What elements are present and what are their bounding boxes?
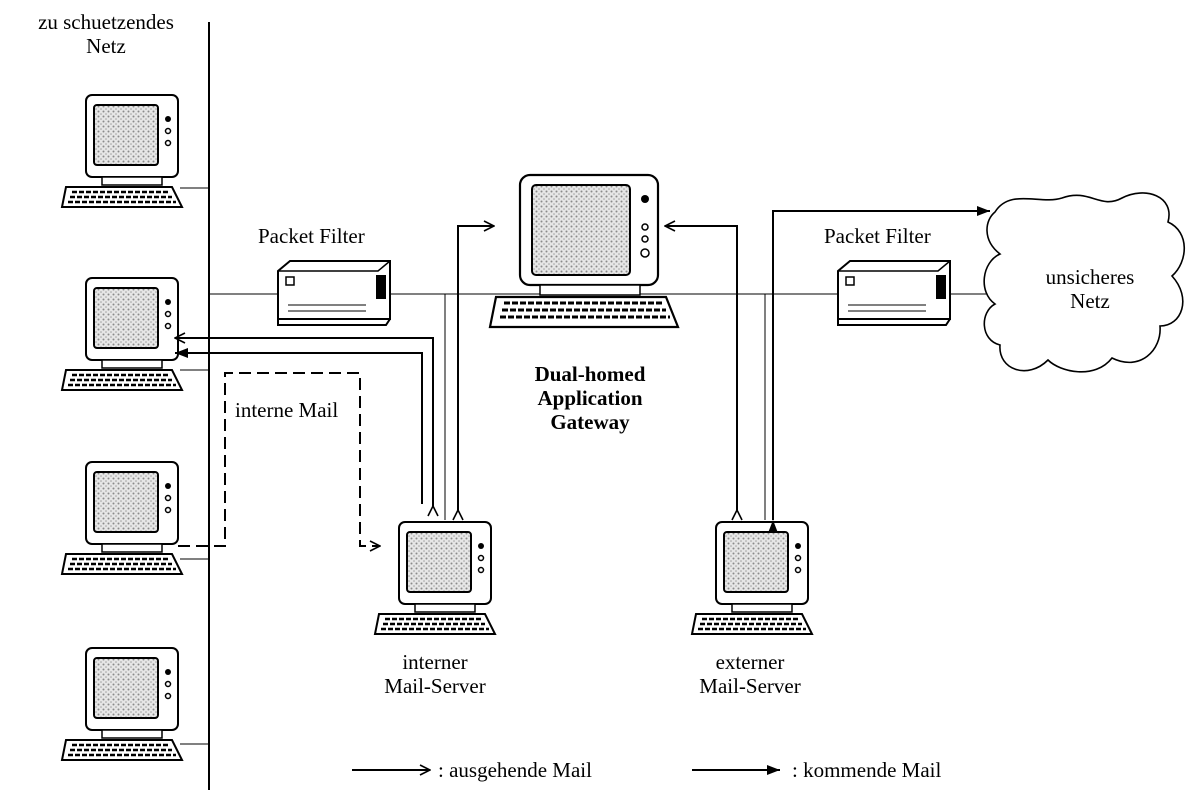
incoming-arrow-external-to-cloud	[773, 211, 990, 520]
workstation-1	[62, 95, 182, 207]
application-gateway-computer	[490, 175, 678, 327]
protected-net-label: zu schuetzendes Netz	[6, 10, 206, 58]
protected-net-label-line2: Netz	[6, 34, 206, 58]
internal-mail-server-computer	[375, 522, 495, 634]
external-server-label-line2: Mail-Server	[670, 674, 830, 698]
external-server-label: externer Mail-Server	[670, 650, 830, 698]
gateway-label-line3: Gateway	[500, 410, 680, 434]
workstation-2	[62, 278, 182, 390]
incoming-arrow-to-ws	[175, 353, 422, 504]
packet-filter-right-label: Packet Filter	[824, 224, 931, 248]
internal-server-label: interner Mail-Server	[355, 650, 515, 698]
legend-outgoing-label: : ausgehende Mail	[438, 758, 592, 782]
packet-filter-right-device	[838, 261, 950, 325]
unsafe-net-label-line1: unsicheres	[1015, 265, 1165, 289]
internal-mail-label: interne Mail	[235, 398, 338, 422]
outgoing-arrow-internal-to-ws	[175, 338, 433, 506]
packet-filter-left-device	[278, 261, 390, 325]
protected-net-label-line1: zu schuetzendes	[6, 10, 206, 34]
gateway-label: Dual-homed Application Gateway	[500, 362, 680, 434]
gateway-label-line2: Application	[500, 386, 680, 410]
outgoing-arrow-internal-to-gateway	[458, 226, 494, 510]
external-server-label-line1: externer	[670, 650, 830, 674]
legend-incoming-label: : kommende Mail	[792, 758, 941, 782]
internal-server-label-line1: interner	[355, 650, 515, 674]
workstation-4	[62, 648, 182, 760]
unsafe-net-label: unsicheres Netz	[1015, 265, 1165, 313]
packet-filter-left-label: Packet Filter	[258, 224, 365, 248]
workstation-3	[62, 462, 182, 574]
internal-server-label-line2: Mail-Server	[355, 674, 515, 698]
unsafe-net-label-line2: Netz	[1015, 289, 1165, 313]
gateway-label-line1: Dual-homed	[500, 362, 680, 386]
external-mail-server-computer	[692, 522, 812, 634]
